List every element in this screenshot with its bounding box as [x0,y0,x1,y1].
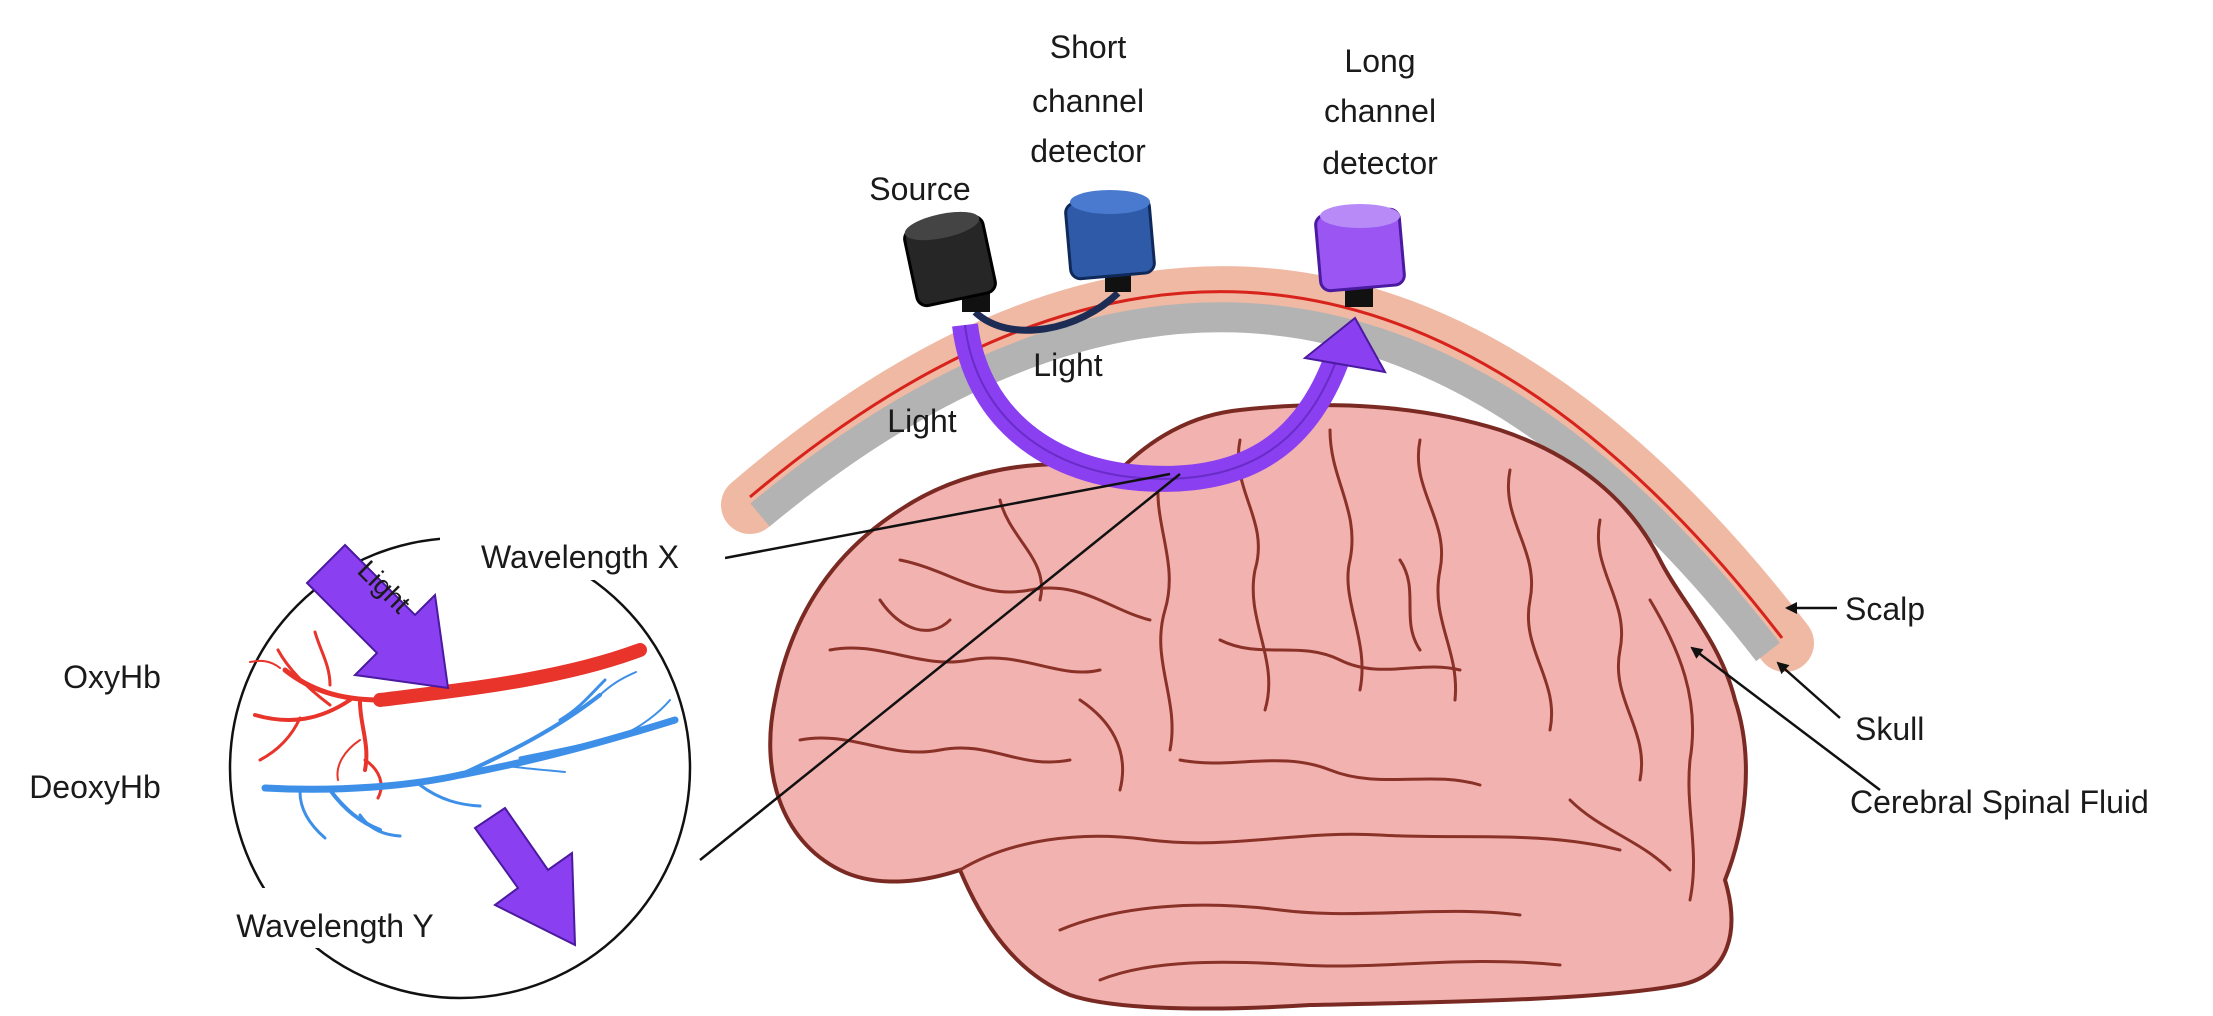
light-label-lower: Light [887,403,957,439]
wavelength-y-label: Wavelength Y [236,908,433,944]
scalp-label: Scalp [1845,591,1925,627]
source-label: Source [869,171,970,207]
source-optode [902,206,997,312]
skull-pointer [1778,663,1840,718]
long-detector-label-3: detector [1322,145,1438,181]
brain-outline [770,405,1746,1008]
wavelength-x-label: Wavelength X [481,539,679,575]
short-detector-label-1: Short [1050,29,1127,65]
short-detector-label-2: channel [1032,83,1144,119]
oxyhb-label: OxyHb [63,659,161,695]
skull-label: Skull [1855,711,1924,747]
light-label-upper: Light [1033,347,1103,383]
long-detector-label-1: Long [1344,43,1415,79]
deoxyhb-label: DeoxyHb [29,769,161,805]
brain [770,405,1746,1008]
long-detector-optode [1315,204,1405,307]
csf-label: Cerebral Spinal Fluid [1850,784,2149,820]
long-detector-label-2: channel [1324,93,1436,129]
short-detector-label-3: detector [1030,133,1146,169]
